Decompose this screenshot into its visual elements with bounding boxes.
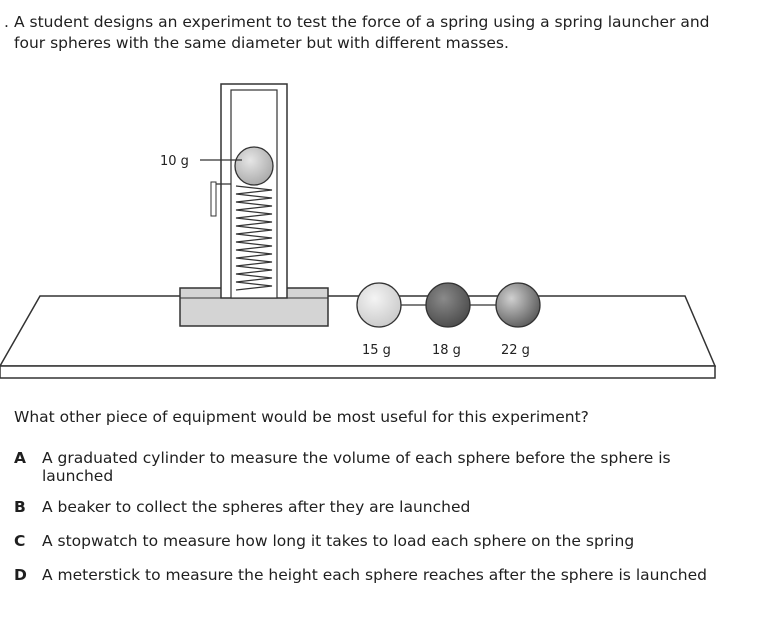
spring xyxy=(233,184,275,292)
release-lever xyxy=(210,181,231,217)
choice-c[interactable]: C A stopwatch to measure how long it tak… xyxy=(14,532,734,550)
sphere-15g xyxy=(356,282,402,328)
choice-a-text: A graduated cylinder to measure the volu… xyxy=(42,449,671,485)
choice-b-letter: B xyxy=(14,498,26,516)
choice-b[interactable]: B A beaker to collect the spheres after … xyxy=(14,498,734,516)
sphere-22g-label: 22 g xyxy=(501,343,530,358)
choice-d-letter: D xyxy=(14,566,27,584)
sphere-18g xyxy=(425,282,471,328)
choice-c-letter: C xyxy=(14,532,26,550)
launcher-sphere xyxy=(234,146,274,186)
choice-a[interactable]: A A graduated cylinder to measure the vo… xyxy=(14,449,734,485)
choice-c-text: A stopwatch to measure how long it takes… xyxy=(42,532,635,550)
question-prompt: What other piece of equipment would be m… xyxy=(14,408,589,426)
sphere-22g xyxy=(495,282,541,328)
choice-d-text: A meterstick to measure the height each … xyxy=(42,566,707,584)
sphere-18g-label: 18 g xyxy=(432,343,461,358)
launcher-sphere-label: 10 g xyxy=(160,154,189,169)
sphere-15g-label: 15 g xyxy=(362,343,391,358)
question-number-mark: . xyxy=(4,13,9,31)
spring-launcher-figure: 10 g 15 g 18 g 22 g xyxy=(0,78,770,390)
choice-b-text: A beaker to collect the spheres after th… xyxy=(42,498,471,516)
choice-a-letter: A xyxy=(14,449,26,467)
question-stem: . A student designs an experiment to tes… xyxy=(4,12,744,54)
table-spheres xyxy=(356,282,541,328)
choice-d[interactable]: D A meterstick to measure the height eac… xyxy=(14,566,734,584)
answer-choices: A A graduated cylinder to measure the vo… xyxy=(14,449,734,600)
question-stem-text: A student designs an experiment to test … xyxy=(14,13,710,52)
